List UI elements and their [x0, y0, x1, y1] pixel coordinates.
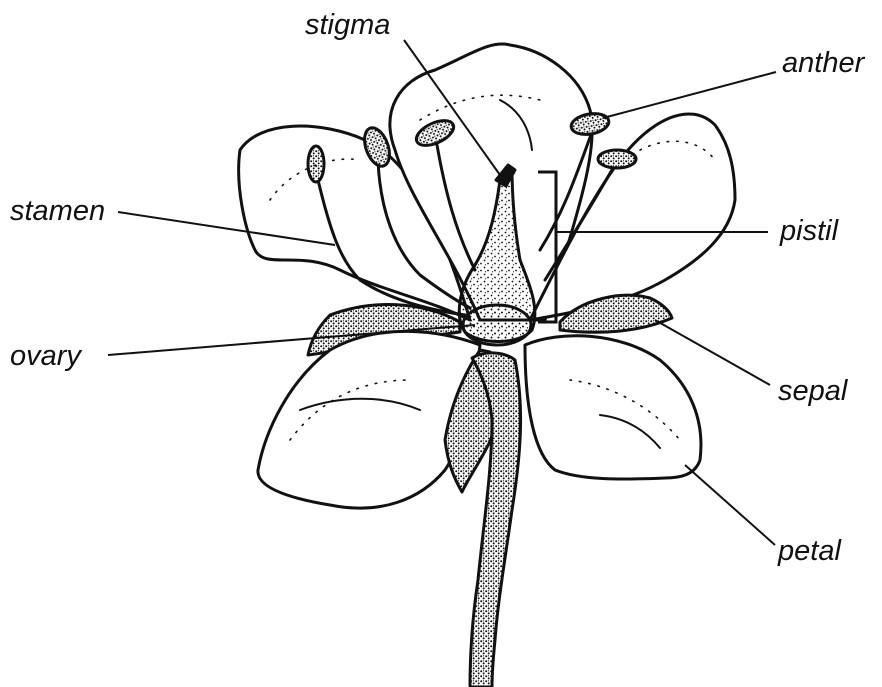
anther-shape	[308, 146, 324, 182]
label-anther: anther	[782, 47, 866, 79]
petal-leader-line	[685, 465, 775, 545]
label-ovary: ovary	[10, 340, 82, 372]
anther-leader-line	[603, 72, 776, 118]
petal-front-right	[525, 336, 701, 479]
label-petal: petal	[777, 535, 842, 567]
label-pistil: pistil	[779, 215, 840, 247]
label-stamen: stamen	[10, 195, 105, 227]
label-stigma: stigma	[305, 9, 390, 41]
petal-front-left	[258, 331, 480, 508]
label-sepal: sepal	[778, 375, 849, 407]
anther-shape	[598, 150, 636, 168]
